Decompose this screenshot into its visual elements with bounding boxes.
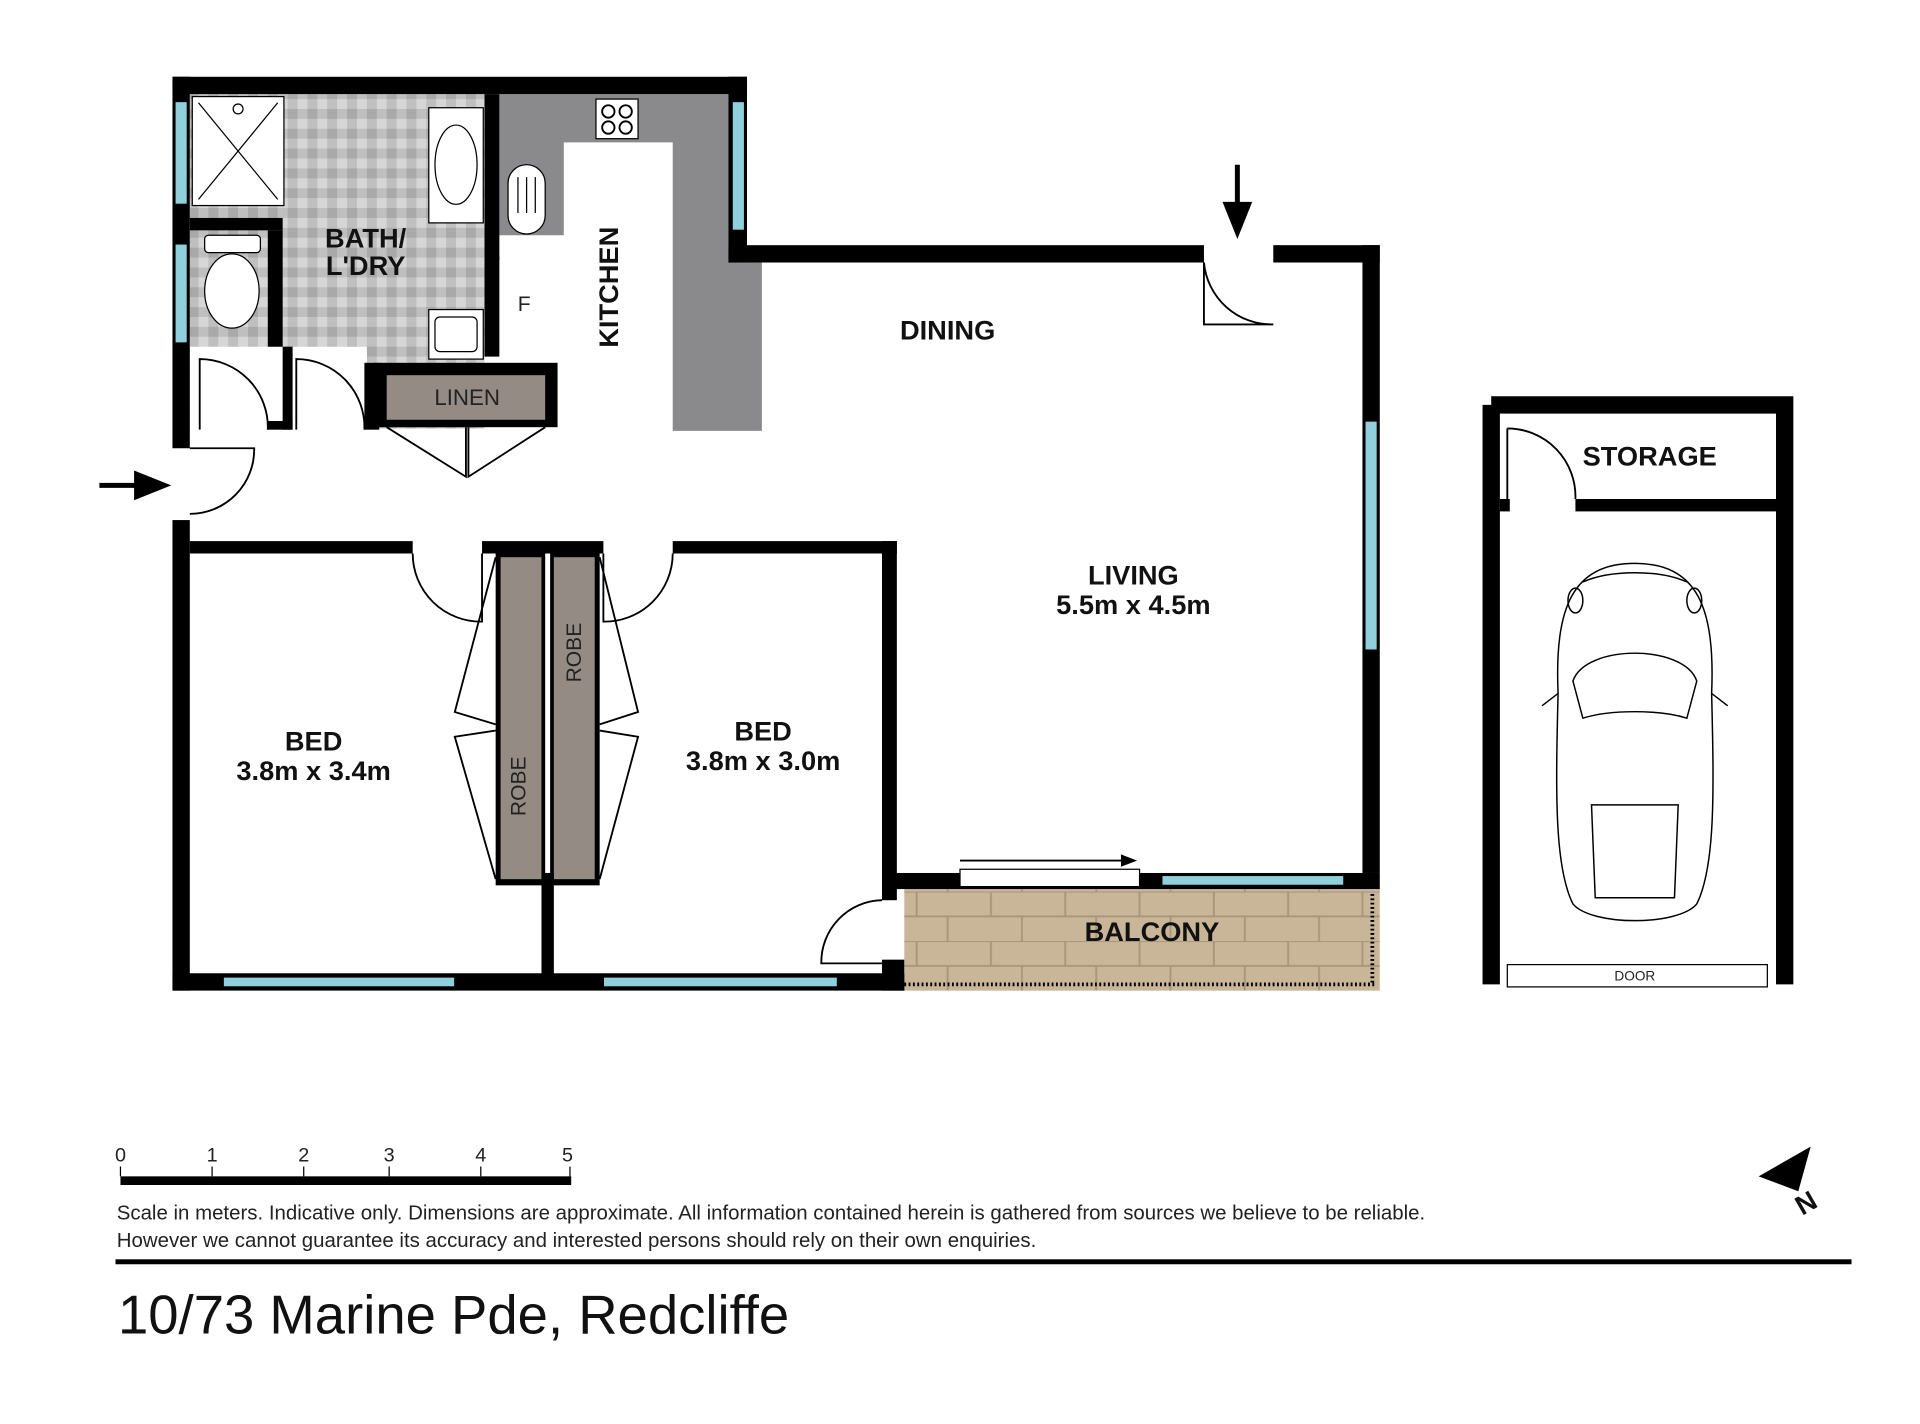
disclaimer-line-2: However we cannot guarantee its accuracy…: [117, 1230, 1037, 1252]
doors: [189, 262, 1274, 965]
scale-tick: 2: [298, 1144, 309, 1166]
room-size-bed-2: 3.8m x 3.0m: [686, 745, 840, 776]
scale-tick: 0: [115, 1144, 126, 1166]
fridge-label: F: [518, 293, 531, 316]
balcony-floor: [904, 889, 1380, 991]
entry-arrow-icon: [1222, 164, 1253, 239]
address-title: 10/73 Marine Pde, Redcliffe: [118, 1285, 789, 1346]
vanity-icon: [428, 107, 484, 224]
toilet-icon: [204, 234, 262, 329]
room-label-linen: LINEN: [434, 385, 500, 410]
car-icon: [1541, 562, 1729, 922]
laundry-tub-icon: [428, 308, 484, 360]
scale-bar: 0 1 2 3 4 5: [115, 1144, 573, 1186]
room-label-balcony: BALCONY: [1085, 916, 1220, 947]
divider: [115, 1259, 1852, 1265]
window: [1364, 420, 1378, 651]
scale-tick: 4: [475, 1144, 486, 1166]
robe-label-2: ROBE: [563, 623, 586, 683]
window: [222, 976, 456, 988]
room-label-living: LIVING: [1088, 559, 1179, 590]
room-label-bed-1: BED: [285, 725, 343, 756]
room-size-bed-1: 3.8m x 3.4m: [236, 755, 390, 786]
scale-tick: 3: [384, 1144, 395, 1166]
window: [602, 976, 839, 988]
window: [1161, 874, 1345, 886]
entry-arrow-icon: [99, 470, 172, 501]
disclaimer-line-1: Scale in meters. Indicative only. Dimens…: [117, 1203, 1425, 1225]
room-label-storage: STORAGE: [1583, 441, 1717, 472]
cooktop-icon: [595, 98, 639, 140]
room-label-kitchen: KITCHEN: [593, 227, 624, 348]
room-label-bed-2: BED: [734, 715, 792, 746]
sliding-door[interactable]: [959, 854, 1141, 888]
garage-door-label: DOOR: [1614, 969, 1655, 984]
scale-tick: 5: [562, 1144, 573, 1166]
scale-tick: 1: [207, 1144, 218, 1166]
robe-label-1: ROBE: [507, 756, 530, 816]
kitchen-counter: [499, 94, 762, 431]
sink-icon: [507, 164, 546, 235]
north-arrow-icon: N: [1758, 1146, 1823, 1221]
room-label-dining: DINING: [900, 314, 995, 345]
window: [174, 100, 188, 205]
shower-icon: [191, 95, 285, 207]
room-size-living: 5.5m x 4.5m: [1056, 589, 1210, 620]
north-label: N: [1790, 1184, 1823, 1221]
garage: [1482, 396, 1794, 988]
room-label-bath: BATH/: [325, 223, 407, 254]
window: [174, 243, 188, 344]
window: [731, 100, 746, 231]
garage-door[interactable]: [1506, 963, 1768, 988]
room-label-laundry: L'DRY: [326, 250, 406, 281]
